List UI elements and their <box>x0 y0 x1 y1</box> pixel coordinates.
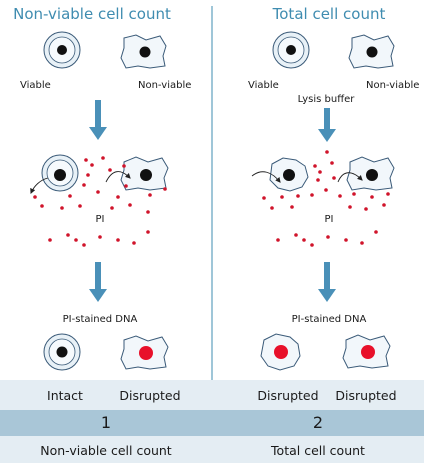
viable-label: Viable <box>248 80 279 91</box>
pi-dots-right <box>262 150 390 247</box>
down-arrow-icon <box>89 262 107 302</box>
disrupted-viable-cell-icon <box>269 157 309 192</box>
down-arrow-icon <box>318 262 336 302</box>
pi-label: PI <box>96 214 105 225</box>
stained-nonviable-cell-icon <box>120 335 169 370</box>
nonviable-label: Non-viable <box>366 80 419 91</box>
cell-state-row: Intact Disrupted Disrupted Disrupted <box>0 380 424 410</box>
method-number: 2 <box>312 413 324 432</box>
nonviable-cell-with-pi-icon <box>120 156 169 191</box>
viable-cell-icon <box>43 31 81 69</box>
lysis-buffer-label: Lysis buffer <box>298 94 356 105</box>
state-label: Disrupted <box>335 388 397 403</box>
pi-dots-left <box>33 156 167 247</box>
pi-label: PI <box>325 214 334 225</box>
stained-disrupted-cell-icon <box>342 334 391 369</box>
viable-cell-icon <box>272 31 310 69</box>
method-number-row: 1 2 <box>0 410 424 436</box>
pi-excluded-arrow <box>30 177 49 194</box>
viable-label: Viable <box>20 80 51 91</box>
right-title: Total cell count <box>272 5 386 23</box>
pi-entry-arrow <box>251 171 281 183</box>
left-title: Non-viable cell count <box>13 5 171 23</box>
diagram-canvas: Non-viable cell count Total cell count V… <box>13 5 419 380</box>
viable-cell-with-pi-icon <box>41 154 79 192</box>
pi-entry-arrow <box>337 172 363 183</box>
disrupted-nonviable-cell-icon <box>346 156 395 191</box>
method-caption: Total cell count <box>271 443 365 458</box>
pi-stained-dna-label: PI-stained DNA <box>63 314 138 325</box>
intact-cell-icon <box>43 333 81 371</box>
nonviable-label: Non-viable <box>138 80 191 91</box>
method-number: 1 <box>100 413 112 432</box>
nonviable-cell-icon <box>348 34 395 69</box>
down-arrow-icon <box>89 100 107 140</box>
method-caption-row: Non-viable cell count Total cell count <box>0 436 424 463</box>
state-label: Disrupted <box>257 388 319 403</box>
state-label: Intact <box>47 388 83 403</box>
down-arrow-icon <box>318 108 336 142</box>
pi-stained-dna-label: PI-stained DNA <box>292 314 367 325</box>
stained-disrupted-cell-icon <box>260 333 301 371</box>
method-caption: Non-viable cell count <box>40 443 172 458</box>
pi-entry-arrow <box>105 171 131 183</box>
nonviable-cell-icon <box>120 34 167 69</box>
state-label: Disrupted <box>119 388 181 403</box>
